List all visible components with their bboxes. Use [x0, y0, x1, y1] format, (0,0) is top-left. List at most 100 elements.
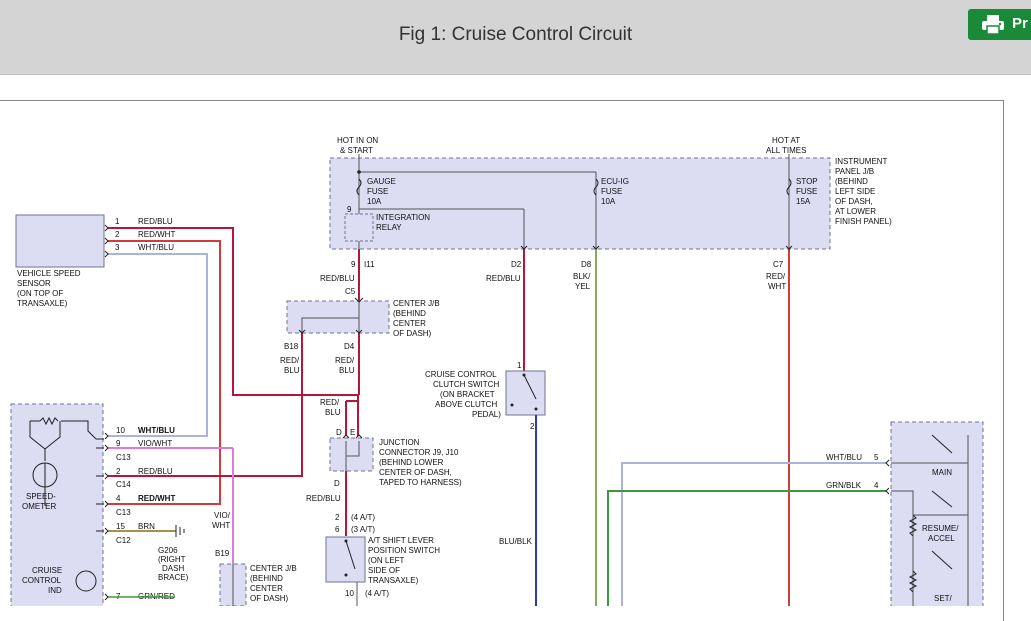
- label-wire-red-blu-d: RED/BLU: [306, 494, 341, 503]
- label-c14: C14: [116, 480, 131, 489]
- label-stop-15a: 15A: [796, 197, 811, 206]
- label-ip-jb-6: AT LOWER: [835, 207, 876, 216]
- label-cci-3: IND: [48, 586, 62, 595]
- label-ip-jb-4: LEFT SIDE: [835, 187, 875, 196]
- label-blk: BLK/: [573, 272, 591, 281]
- label-rb-wht-blu: WHT/BLU: [826, 453, 862, 462]
- label-vss-2: SENSOR: [17, 279, 51, 288]
- label-red-c7: RED/: [766, 272, 786, 281]
- label-vio: VIO/: [214, 511, 231, 520]
- label-cj2-2: (BEHIND: [250, 574, 283, 583]
- label-speedo-1: SPEED-: [26, 492, 56, 501]
- label-vss-wire-wht-blu: WHT/BLU: [138, 243, 174, 252]
- label-c13b: C13: [116, 508, 131, 517]
- label-g206: G206: [158, 546, 178, 555]
- label-rb-grn-blk: GRN/BLK: [826, 481, 862, 490]
- label-stop-fuse: FUSE: [796, 187, 817, 196]
- label-sp-pin-4: 4: [116, 494, 121, 503]
- wire-red-blu-vss: [108, 227, 359, 436]
- label-at-6b: (3 A/T): [351, 525, 375, 534]
- label-hot-at: HOT AT: [772, 136, 800, 145]
- label-relay: RELAY: [376, 223, 402, 232]
- label-all-times: ALL TIMES: [766, 146, 806, 155]
- label-cj2-4: OF DASH): [250, 594, 289, 603]
- label-red-jn: RED/: [320, 398, 340, 407]
- label-cj2-3: CENTER: [250, 584, 283, 593]
- label-ip-jb-2: PANEL J/B: [835, 167, 874, 176]
- label-at-switch-2: POSITION SWITCH: [368, 546, 440, 555]
- printer-icon: [982, 15, 1004, 34]
- label-c13: C13: [116, 453, 131, 462]
- page-header: Fig 1: Cruise Control Circuit Pr: [0, 0, 1031, 75]
- center-jb-box-1: [286, 300, 390, 334]
- wire-wht-blu-vss: [108, 253, 208, 437]
- label-pin-9: 9: [351, 260, 356, 269]
- label-center-jb-1: CENTER J/B: [393, 299, 440, 308]
- label-blu-right: BLU: [339, 366, 355, 375]
- instrument-panel-jb-box: [329, 157, 831, 250]
- label-b18: B18: [284, 342, 299, 351]
- label-sp-pin-9: 9: [116, 439, 121, 448]
- label-sp-brn: BRN: [138, 522, 155, 531]
- label-vss-1: VEHICLE SPEED: [17, 269, 81, 278]
- label-d2: D2: [511, 260, 522, 269]
- label-jc-2: CONNECTOR J9, J10: [379, 448, 459, 457]
- label-b19: B19: [215, 549, 230, 558]
- label-g206-2: (RIGHT: [158, 555, 186, 564]
- print-button[interactable]: Pr: [968, 9, 1031, 40]
- label-set: SET/: [934, 594, 953, 603]
- label-relay-pin-9: 9: [347, 205, 352, 214]
- label-c12: C12: [116, 536, 131, 545]
- label-gauge-10a: 10A: [367, 197, 382, 206]
- label-sp-wht-blu: WHT/BLU: [138, 426, 175, 435]
- label-ecu-10a: 10A: [601, 197, 616, 206]
- label-cc-5: PEDAL): [472, 410, 501, 419]
- vehicle-speed-sensor-box: [15, 214, 105, 268]
- label-sp-red-blu: RED/BLU: [138, 467, 173, 476]
- label-i11: I11: [364, 260, 375, 269]
- label-rb-pin-4: 4: [874, 481, 879, 490]
- label-gauge-fuse: FUSE: [367, 187, 388, 196]
- label-blu-jn: BLU: [325, 408, 341, 417]
- label-cc-1: CRUISE CONTROL: [425, 370, 497, 379]
- label-stop: STOP: [796, 177, 818, 186]
- label-cc-pin-2: 2: [530, 422, 535, 431]
- label-jd: D: [336, 428, 342, 437]
- label-integration: INTEGRATION: [376, 213, 430, 222]
- diagram-frame: HOT IN ON & START HOT AT ALL TIMES GAUGE…: [0, 100, 1004, 621]
- label-main: MAIN: [932, 468, 952, 477]
- label-sp-vio-wht: VIO/WHT: [138, 439, 172, 448]
- junction-connector-box: [329, 437, 374, 472]
- label-red-left: RED/: [280, 356, 300, 365]
- label-center-jb-3: CENTER: [393, 319, 426, 328]
- label-at-6: 6: [335, 525, 340, 534]
- label-cci-2: CONTROL: [22, 576, 62, 585]
- cruise-control-schematic: HOT IN ON & START HOT AT ALL TIMES GAUGE…: [10, 136, 984, 606]
- label-sp-red-wht: RED/WHT: [138, 494, 175, 503]
- label-blu-left: BLU: [284, 366, 300, 375]
- label-cc-3: (ON BRACKET: [440, 390, 495, 399]
- label-cj2-1: CENTER J/B: [250, 564, 297, 573]
- label-hot-in-on-start: & START: [340, 146, 373, 155]
- label-at-10: 10: [345, 589, 354, 598]
- wire-red-blu-b18: [108, 333, 303, 477]
- label-wire-red-blu-1: RED/BLU: [320, 274, 355, 283]
- label-speedo-2: OMETER: [22, 502, 56, 511]
- label-sp-pin-10: 10: [116, 426, 125, 435]
- integration-relay-box: [344, 213, 374, 242]
- print-button-label: Pr: [1012, 15, 1028, 32]
- label-d4: D4: [344, 342, 355, 351]
- label-jc-4: CENTER OF DASH,: [379, 468, 452, 477]
- label-jc-5: TAPED TO HARNESS): [379, 478, 462, 487]
- cruise-control-switch-box: [890, 421, 984, 606]
- label-ecu-ig: ECU-IG: [601, 177, 629, 186]
- label-yel: YEL: [575, 282, 591, 291]
- label-jd2: D: [334, 479, 340, 488]
- label-vss-4: TRANSAXLE): [17, 299, 68, 308]
- label-g206-4: BRACE): [158, 573, 189, 582]
- label-cc-pin-1: 1: [517, 361, 522, 370]
- label-vss-wire-red-wht: RED/WHT: [138, 230, 175, 239]
- label-vss-3: (ON TOP OF: [17, 289, 63, 298]
- label-cc-2: CLUTCH SWITCH: [433, 380, 499, 389]
- label-sp-pin-15: 15: [116, 522, 125, 531]
